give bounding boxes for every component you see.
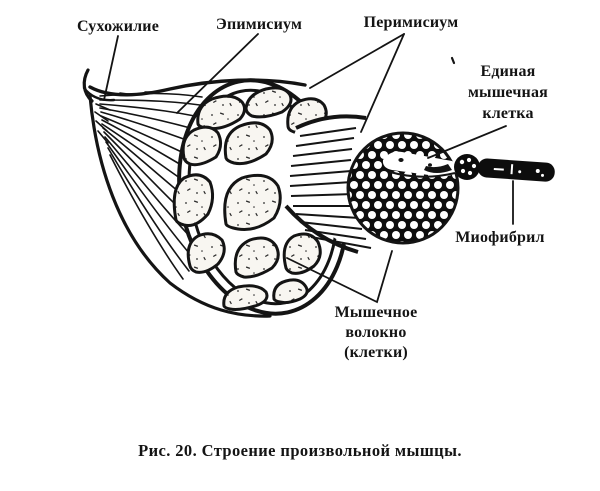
- label-myofibril: Миофибрил: [455, 229, 545, 246]
- fascicle-end-face: [346, 131, 460, 245]
- label-single-muscle-cell-line2: мышечная: [467, 84, 549, 101]
- fascicle: [223, 121, 274, 166]
- perimysium-leader-2: [360, 33, 405, 133]
- myofibril-rod: [477, 158, 555, 182]
- fascicle-bundles: [172, 86, 328, 311]
- fascicle: [181, 125, 223, 167]
- tendon-leader: [103, 35, 119, 101]
- label-single-muscle-cell: Единая мышечная клетка: [456, 61, 560, 124]
- figure-caption: Рис. 20. Строение произвольной мышцы.: [138, 441, 462, 460]
- fascicle: [244, 86, 293, 119]
- muscle-cell-end: [454, 154, 480, 180]
- epimysium-leader: [176, 33, 259, 114]
- fascicle: [282, 232, 322, 275]
- label-single-muscle-cell-line3: клетка: [482, 105, 534, 122]
- tendon-tip: [82, 68, 94, 103]
- label-perimysium: Перимисиум: [363, 14, 459, 31]
- label-muscle-fiber-line2: волокно: [345, 324, 407, 341]
- fascicle: [222, 284, 269, 311]
- fascicle: [233, 236, 280, 279]
- label-muscle-fiber-line3: (клетки): [344, 344, 408, 361]
- single-cell-leader: [427, 125, 507, 159]
- perimysium-leader-1: [309, 33, 405, 89]
- muscle-fiber-leaders: [286, 250, 393, 304]
- fascicle: [172, 173, 215, 227]
- fascicle: [272, 278, 309, 305]
- leader-lines: [103, 33, 514, 304]
- label-single-muscle-cell-line1: Единая: [480, 63, 536, 80]
- label-muscle-fiber-line1: Мышечное: [334, 304, 418, 321]
- fascicle: [186, 232, 226, 274]
- fascicle-cylinder-striations: [289, 126, 372, 250]
- label-muscle-fiber: Мышечное волокно (клетки): [324, 303, 428, 363]
- label-epimysium: Эпимисиум: [215, 16, 303, 33]
- extracted-fascicle: [283, 114, 555, 254]
- fascicle: [223, 173, 282, 231]
- single-muscle-cell-pullout: [382, 151, 458, 178]
- stray-ink-mark: [450, 56, 456, 65]
- label-tendon: Сухожилие: [76, 18, 160, 35]
